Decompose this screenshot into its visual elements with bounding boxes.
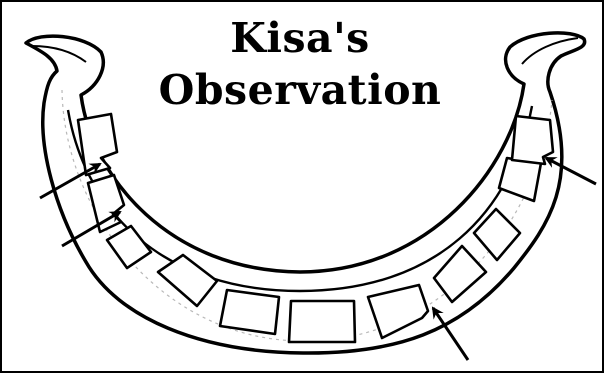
segment-5 [220,290,279,334]
segment-6 [289,301,355,342]
